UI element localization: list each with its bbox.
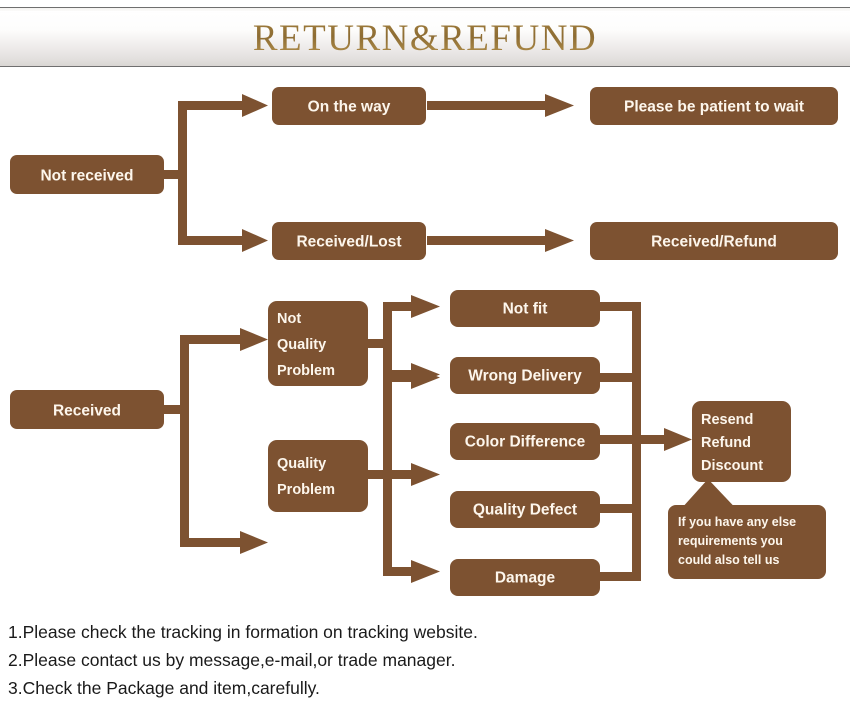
node-received-label: Received: [53, 403, 121, 420]
node-not-received-label: Not received: [40, 168, 133, 185]
node-quality-problem-line-1: Quality: [277, 456, 326, 472]
page-title: RETURN&REFUND: [252, 17, 598, 59]
connector-reasons-bus: [596, 302, 692, 581]
node-please-be-patient-label: Please be patient to wait: [624, 99, 804, 116]
node-on-the-way-label: On the way: [308, 99, 391, 116]
node-not-received: Not received: [10, 155, 164, 194]
connector-lost-to-refund: [427, 229, 574, 252]
callout-line-1: If you have any else: [678, 515, 796, 529]
node-resend-refund-discount: Resend Refund Discount: [692, 401, 791, 482]
section-received: Received Not Quality Problem Quality Pro…: [10, 290, 826, 596]
node-on-the-way: On the way: [272, 87, 426, 125]
node-damage: Damage: [450, 559, 600, 596]
node-color-difference: Color Difference: [450, 423, 600, 460]
node-not-quality-problem-line-2: Quality: [277, 337, 326, 353]
node-please-be-patient: Please be patient to wait: [590, 87, 838, 125]
node-received-refund: Received/Refund: [590, 222, 838, 260]
node-quality-problem: Quality Problem: [268, 440, 368, 512]
node-received-lost: Received/Lost: [272, 222, 426, 260]
node-quality-problem-line-2: Problem: [277, 482, 335, 498]
node-damage-label: Damage: [495, 570, 556, 587]
callout-line-3: could also tell us: [678, 553, 779, 567]
callout-line-2: requirements you: [678, 534, 783, 548]
notes-list: 1.Please check the tracking in formation…: [8, 618, 708, 702]
node-not-quality-problem-line-1: Not: [277, 311, 301, 327]
node-received-refund-label: Received/Refund: [651, 234, 777, 251]
callout-extra-requirements: If you have any else requirements you co…: [668, 479, 826, 579]
connector-quality-split: [366, 363, 440, 583]
node-quality-defect: Quality Defect: [450, 491, 600, 528]
node-not-quality-problem-line-3: Problem: [277, 363, 335, 379]
node-not-fit-label: Not fit: [503, 301, 548, 318]
node-wrong-delivery-label: Wrong Delivery: [468, 368, 582, 385]
header-banner: RETURN&REFUND: [0, 7, 850, 67]
flowchart: Not received On the way Received/Lost Pl…: [0, 68, 850, 613]
node-resend-line-1: Resend: [701, 412, 753, 428]
node-not-fit: Not fit: [450, 290, 600, 327]
note-item: 1.Please check the tracking in formation…: [8, 622, 478, 642]
connector-onway-to-wait: [427, 94, 574, 117]
node-wrong-delivery: Wrong Delivery: [450, 357, 600, 394]
section-not-received: Not received On the way Received/Lost Pl…: [10, 87, 838, 260]
connector-not-received-split: [158, 94, 268, 252]
note-item: 2.Please contact us by message,e-mail,or…: [8, 650, 456, 670]
connector-received-split: [158, 328, 268, 554]
node-not-quality-problem: Not Quality Problem: [268, 301, 368, 386]
node-received-lost-label: Received/Lost: [296, 234, 401, 251]
node-resend-line-2: Refund: [701, 435, 751, 451]
node-quality-defect-label: Quality Defect: [473, 502, 577, 519]
node-received: Received: [10, 390, 164, 429]
node-color-difference-label: Color Difference: [465, 434, 586, 451]
node-resend-line-3: Discount: [701, 458, 763, 474]
note-item: 3.Check the Package and item,carefully.: [8, 678, 320, 698]
